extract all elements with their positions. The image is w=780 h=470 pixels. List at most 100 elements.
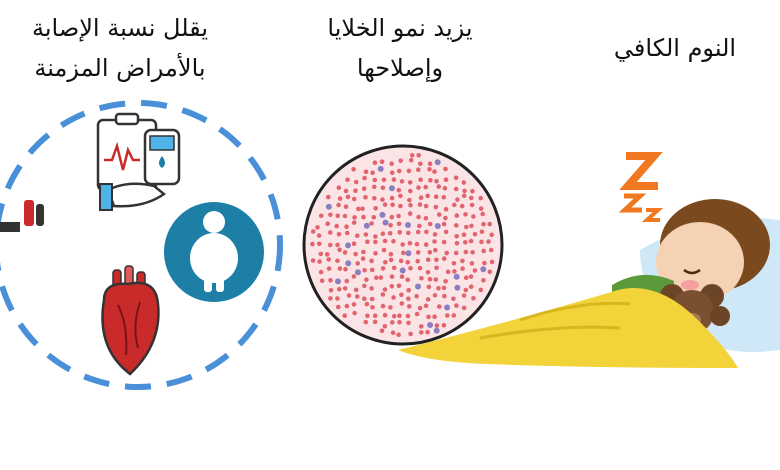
red-cell-dot — [481, 278, 486, 283]
red-cell-dot — [479, 229, 485, 235]
red-cell-dot — [425, 297, 431, 302]
red-cell-dot — [427, 221, 433, 227]
red-cell-dot — [371, 215, 377, 220]
red-cell-dot — [407, 180, 413, 185]
red-cell-dot — [355, 261, 361, 266]
red-cell-dot — [336, 202, 341, 208]
face — [656, 222, 744, 302]
red-cell-dot — [434, 257, 439, 263]
red-cell-dot — [437, 304, 442, 309]
red-cell-dot — [441, 256, 447, 261]
red-cell-dot — [345, 177, 350, 182]
red-cell-dot — [434, 265, 439, 271]
caption-sleep-text: النوم الكافي — [613, 34, 737, 62]
red-cell-dot — [432, 232, 438, 237]
red-cell-dot — [418, 177, 423, 182]
white-cell-dot — [355, 269, 361, 276]
red-cell-dot — [326, 266, 332, 271]
white-cell-dot — [389, 185, 395, 192]
red-cell-dot — [405, 313, 411, 319]
red-cell-dot — [443, 166, 448, 172]
red-cell-dot — [399, 179, 405, 184]
red-cell-dot — [469, 223, 474, 229]
red-cell-dot — [342, 213, 348, 219]
red-cell-dot — [365, 313, 370, 319]
red-cell-dot — [389, 161, 395, 166]
red-cell-dot — [453, 186, 459, 192]
red-cell-dot — [407, 211, 413, 216]
red-cell-dot — [326, 194, 331, 200]
red-cell-dot — [335, 296, 340, 301]
red-cell-dot — [372, 177, 378, 183]
red-cell-dot — [310, 229, 316, 234]
red-cell-dot — [310, 241, 315, 247]
red-cell-dot — [442, 293, 447, 299]
red-cell-dot — [407, 197, 412, 203]
red-cell-dot — [415, 229, 421, 235]
red-cell-dot — [362, 267, 367, 273]
red-cell-dot — [425, 193, 431, 199]
red-cell-dot — [388, 223, 393, 228]
red-cell-dot — [423, 303, 429, 309]
red-cell-dot — [380, 197, 385, 202]
red-cell-dot — [351, 196, 357, 202]
red-cell-dot — [426, 314, 431, 320]
obesity-icon — [164, 202, 264, 302]
red-cell-dot — [400, 242, 406, 247]
red-cell-dot — [328, 278, 333, 283]
red-cell-dot — [361, 214, 366, 220]
red-cell-dot — [468, 274, 474, 279]
red-cell-dot — [335, 213, 341, 219]
red-cell-dot — [416, 153, 422, 158]
red-cell-dot — [396, 213, 401, 219]
red-cell-dot — [328, 296, 333, 301]
red-cell-dot — [345, 194, 351, 200]
red-cell-dot — [346, 293, 352, 298]
red-cell-dot — [452, 269, 457, 274]
red-cell-dot — [391, 295, 396, 300]
red-cell-dot — [415, 258, 421, 264]
red-cell-dot — [414, 241, 420, 247]
red-cell-dot — [461, 305, 467, 311]
red-cell-dot — [423, 216, 429, 221]
red-cell-dot — [436, 184, 442, 189]
red-cell-dot — [373, 206, 379, 211]
red-cell-dot — [391, 177, 397, 182]
red-cell-dot — [337, 196, 343, 201]
red-cell-dot — [414, 311, 420, 317]
red-cell-dot — [360, 206, 365, 211]
red-cell-dot — [408, 331, 413, 337]
red-cell-dot — [441, 221, 447, 227]
red-cell-dot — [379, 328, 385, 334]
red-cell-dot — [342, 250, 348, 255]
red-cell-dot — [480, 211, 486, 217]
red-cell-dot — [488, 247, 494, 253]
red-cell-dot — [353, 179, 359, 185]
red-cell-dot — [443, 206, 449, 212]
red-cell-dot — [454, 241, 460, 246]
red-cell-dot — [369, 286, 374, 291]
red-cell-dot — [380, 231, 386, 236]
red-cell-dot — [481, 221, 486, 227]
white-cell-dot — [345, 242, 351, 249]
red-cell-dot — [460, 258, 465, 264]
red-cell-dot — [382, 287, 388, 292]
red-cell-dot — [328, 212, 333, 218]
white-cell-dot — [434, 223, 441, 229]
red-cell-dot — [443, 215, 448, 221]
red-cell-dot — [451, 296, 456, 302]
white-cell-dot — [363, 222, 370, 229]
red-cell-dot — [380, 185, 386, 191]
red-cell-dot — [336, 304, 341, 310]
red-cell-dot — [441, 285, 447, 291]
red-cell-dot — [453, 175, 459, 181]
red-cell-dot — [469, 195, 474, 201]
red-cell-dot — [372, 196, 377, 201]
red-cell-dot — [362, 283, 367, 289]
red-cell-dot — [443, 229, 449, 235]
red-cell-dot — [328, 288, 334, 293]
white-cell-dot — [345, 260, 352, 267]
red-cell-dot — [481, 248, 487, 254]
red-cell-dot — [482, 260, 487, 266]
red-cell-dot — [396, 283, 402, 289]
